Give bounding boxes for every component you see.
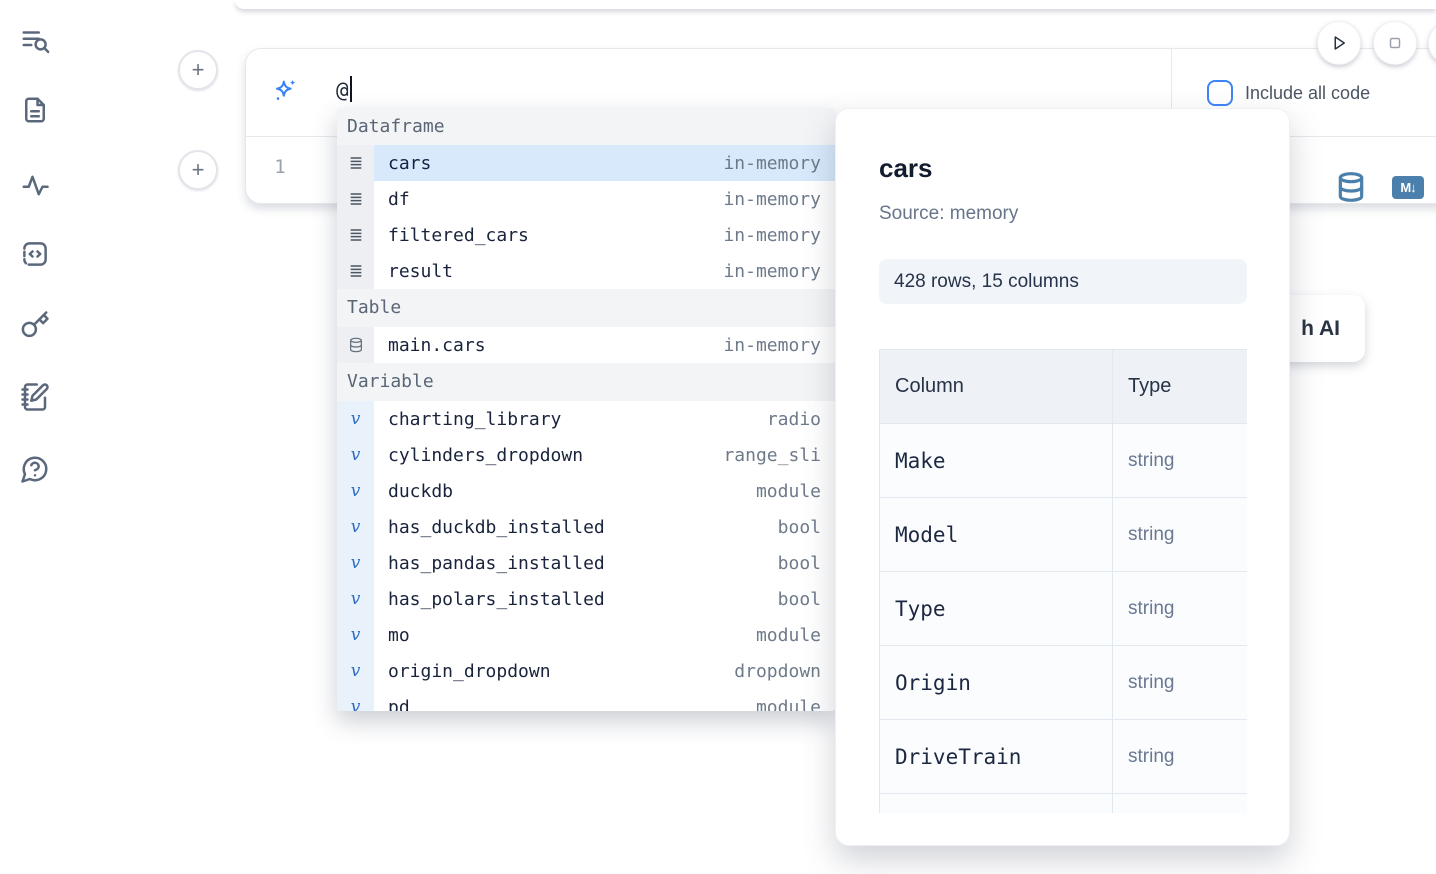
autocomplete-section-header: Dataframe — [337, 108, 835, 145]
table-row: DriveTrain string — [879, 719, 1247, 794]
table-row: Type string — [879, 571, 1247, 646]
column-header: Column — [879, 349, 1113, 424]
dataframe-icon — [337, 145, 374, 181]
dataframe-preview-panel: cars Source: memory 428 rows, 15 columns… — [835, 108, 1290, 846]
schema-header-row: Column Type — [879, 349, 1247, 424]
table-row-partial — [879, 793, 1247, 813]
code-snippet-icon[interactable] — [20, 239, 50, 269]
variable-icon: v — [337, 545, 374, 581]
variable-icon: v — [337, 689, 374, 711]
autocomplete-item-mo[interactable]: v mo module — [337, 617, 835, 653]
schema-table: Column Type Make string Model string Typ… — [879, 349, 1247, 813]
autocomplete-item-result[interactable]: result in-memory — [337, 253, 835, 289]
divider — [1171, 49, 1172, 137]
autocomplete-section-header: Table — [337, 289, 835, 327]
type-header: Type — [1112, 349, 1247, 424]
variable-icon: v — [337, 617, 374, 653]
database-icon — [337, 327, 374, 363]
activity-icon[interactable] — [20, 168, 50, 198]
preview-title: cars — [879, 153, 933, 183]
run-cell-button[interactable] — [1317, 21, 1361, 65]
variable-icon: v — [337, 401, 374, 437]
variable-icon: v — [337, 581, 374, 617]
database-connection-icon[interactable] — [1335, 171, 1367, 203]
table-row: Make string — [879, 423, 1247, 498]
list-search-icon[interactable] — [20, 25, 50, 55]
dataframe-icon — [337, 217, 374, 253]
markdown-icon[interactable]: M↓ — [1392, 176, 1424, 199]
variable-icon: v — [337, 473, 374, 509]
include-all-code-label: Include all code — [1245, 82, 1371, 103]
notebook-pen-icon[interactable] — [20, 382, 50, 412]
sparkles-icon — [271, 77, 299, 105]
autocomplete-section-header: Variable — [337, 363, 835, 401]
autocomplete-item-df[interactable]: df in-memory — [337, 181, 835, 217]
line-number: 1 — [274, 156, 286, 178]
autocomplete-item-cylinders-dropdown[interactable]: v cylinders_dropdown range_sli — [337, 437, 835, 473]
autocomplete-item-has-pandas-installed[interactable]: v has_pandas_installed bool — [337, 545, 835, 581]
include-all-code-checkbox[interactable] — [1207, 80, 1233, 106]
text-caret — [349, 76, 352, 102]
variable-icon: v — [337, 509, 374, 545]
variable-icon: v — [337, 437, 374, 473]
autocomplete-dropdown: Dataframe cars in-memory df in-memory fi… — [337, 108, 835, 711]
variable-icon: v — [337, 653, 374, 689]
previous-cell-edge — [235, 0, 1436, 9]
add-cell-button-top[interactable]: + — [178, 50, 218, 90]
shape-badge: 428 rows, 15 columns — [879, 259, 1247, 304]
key-icon[interactable] — [20, 310, 50, 340]
autocomplete-item-duckdb[interactable]: v duckdb module — [337, 473, 835, 509]
table-row: Origin string — [879, 645, 1247, 720]
ai-prompt-input[interactable]: @ — [336, 76, 352, 102]
autocomplete-item-has-duckdb-installed[interactable]: v has_duckdb_installed bool — [337, 509, 835, 545]
autocomplete-item-origin-dropdown[interactable]: v origin_dropdown dropdown — [337, 653, 835, 689]
file-document-icon[interactable] — [20, 95, 50, 125]
table-row: Model string — [879, 497, 1247, 572]
preview-source: Source: memory — [879, 203, 1019, 224]
dataframe-icon — [337, 253, 374, 289]
help-chat-icon[interactable] — [20, 454, 50, 484]
autocomplete-item-partial[interactable]: v pd module — [337, 689, 835, 711]
autocomplete-item-charting-library[interactable]: v charting_library radio — [337, 401, 835, 437]
sidebar — [0, 0, 70, 874]
autocomplete-item-has-polars-installed[interactable]: v has_polars_installed bool — [337, 581, 835, 617]
dataframe-icon — [337, 181, 374, 217]
add-cell-button-bottom[interactable]: + — [178, 150, 218, 190]
autocomplete-item-filtered-cars[interactable]: filtered_cars in-memory — [337, 217, 835, 253]
autocomplete-item-main-cars[interactable]: main.cars in-memory — [337, 327, 835, 363]
autocomplete-item-cars[interactable]: cars in-memory — [337, 145, 835, 181]
stop-cell-button[interactable] — [1373, 21, 1417, 65]
